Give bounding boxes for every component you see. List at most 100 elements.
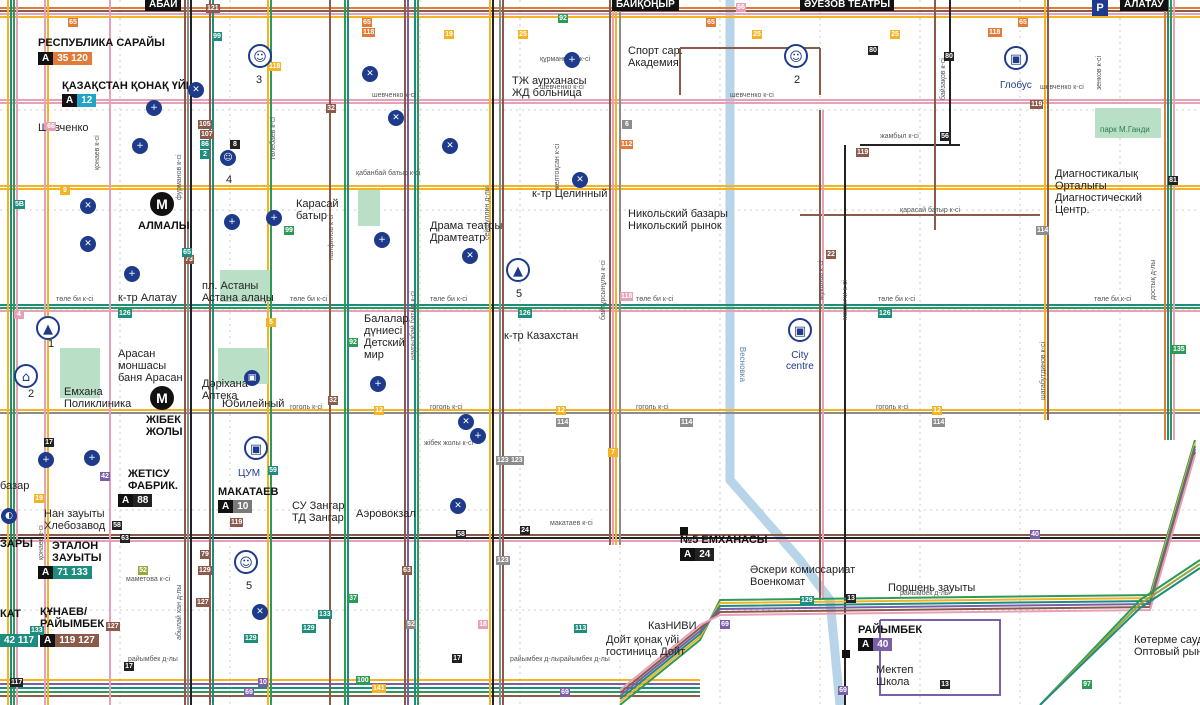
park-gandhi <box>1095 108 1161 138</box>
route-number: 129 <box>800 596 814 605</box>
route-number: 42 <box>100 472 110 481</box>
route-number: 69 <box>720 620 730 629</box>
metro-name-almaly: АЛМАЛЫ <box>138 220 190 232</box>
top-stop-label: БАЙҚОҢЫР <box>612 0 679 11</box>
route-number: 81 <box>1168 176 1178 185</box>
street-gogol: гоголь к-сі <box>430 404 463 411</box>
place-yubileyny: Юбилейный <box>222 398 285 410</box>
route-number: 118 <box>988 28 1002 37</box>
stop-name-respublika: РЕСПУБЛИКА САРАЙЫ <box>38 37 165 49</box>
street-tole-bi: төле би к-сі <box>1094 296 1132 303</box>
route-number: 6 <box>622 120 632 129</box>
street-gogol: гоголь к-сі <box>290 404 323 411</box>
route-number: 69 <box>838 686 848 695</box>
route-number: 17 <box>44 438 54 447</box>
place-tsum: ЦУМ <box>238 468 261 479</box>
street-kabanbay: қабанбай батыр к-сі <box>356 170 421 177</box>
street-tole-bi: төле би к-сі <box>290 296 328 303</box>
stop-badge-kat: 42 117 <box>0 634 39 647</box>
route-number: 17 <box>124 662 134 671</box>
hospital-icon: + <box>224 214 240 230</box>
stop-routes: 71 133 <box>53 566 92 579</box>
place-alatau-cinema: к-тр Алатау <box>118 292 177 304</box>
route-number: 118 <box>620 292 634 301</box>
district-number: 5 <box>516 288 523 300</box>
street-tole-bi: төле би к-сі <box>56 296 94 303</box>
hospital-icon: ◐ <box>1 508 17 524</box>
hospital-icon: + <box>266 210 282 226</box>
route-number: 114 <box>680 418 694 427</box>
stop-name-zarya: ЗАРЫ <box>0 538 33 550</box>
route-number: 9 <box>60 186 70 195</box>
route-number: 10 <box>258 678 268 687</box>
street-panfilov: панфилов к-сі <box>328 214 335 260</box>
stop-routes: 42 117 <box>0 634 39 647</box>
route-number: 133 <box>30 626 44 635</box>
street-zhambyl: жамбыл к-сі <box>880 133 919 140</box>
street-shevchenko: шевченко к-сі <box>1040 84 1084 91</box>
street-karasai-h: қарасай батыр к-сі <box>900 207 961 214</box>
place-bazar-left: базар <box>0 480 30 492</box>
theatre-icon: ☺ <box>248 44 272 68</box>
street-baitursynov: байтұрсынұлы к-сі <box>600 260 607 320</box>
route-number: 65 <box>182 248 192 257</box>
route-number: 59 <box>268 466 278 475</box>
route-number: 12 <box>374 406 384 415</box>
street-raiymbek: райымбек д-лы <box>560 656 610 663</box>
district-number: 5 <box>246 580 253 592</box>
diagonal-route-line <box>619 454 1196 691</box>
stop-routes: 12 <box>77 94 97 107</box>
stop-routes: 35 120 <box>53 52 92 65</box>
route-number: 107 <box>200 130 214 139</box>
park-arasan <box>60 348 100 398</box>
restaurant-icon: ✕ <box>188 82 204 98</box>
route-number: 119 <box>856 148 870 157</box>
route-number: 123 <box>496 456 510 465</box>
route-number: 63 <box>402 566 412 575</box>
street-mukanov: муканов к-сі <box>818 260 825 300</box>
route-number: 65 <box>1018 18 1028 27</box>
route-number: 80 <box>944 52 954 61</box>
stop-routes: 10 <box>233 500 253 513</box>
river <box>725 0 845 705</box>
place-kurmangazy-avenue: Спорт сар.Академия <box>628 45 683 70</box>
shop-icon: ▣ <box>788 318 812 342</box>
route-number: 69 <box>560 688 570 697</box>
district-number: 1 <box>48 338 55 350</box>
street-nauryzbai: наурызбай батыр к-сі <box>410 291 417 360</box>
stop-routes: 24 <box>695 548 715 561</box>
metro-icon: M <box>150 386 174 410</box>
theatre-icon: ☺ <box>220 150 236 166</box>
parking-icon: P <box>1092 0 1108 16</box>
route-number: 73 <box>184 255 194 264</box>
route-number: 12 <box>556 406 566 415</box>
terminus-stop <box>842 650 850 658</box>
route-number: 114 <box>556 418 570 427</box>
street-masanchi: масанчи к-сі <box>842 280 849 320</box>
place-aerovokzal: Аэровокзал <box>356 508 416 520</box>
street-raiymbek-h: райымбек д-лы <box>510 656 560 663</box>
stop-routes: 88 <box>133 494 153 507</box>
hospital-icon: + <box>146 100 162 116</box>
street-seifullin: сейфуллин д-лы <box>484 186 491 240</box>
route-number: 13 <box>940 680 950 689</box>
street-dostyk: достық д-лы <box>1150 259 1157 300</box>
stop-routes: 119 127 <box>55 634 99 647</box>
bus-mode-tag: A <box>40 634 56 647</box>
theatre-icon: ☺ <box>784 44 808 68</box>
place-porshen: Поршень зауыты <box>888 582 976 594</box>
